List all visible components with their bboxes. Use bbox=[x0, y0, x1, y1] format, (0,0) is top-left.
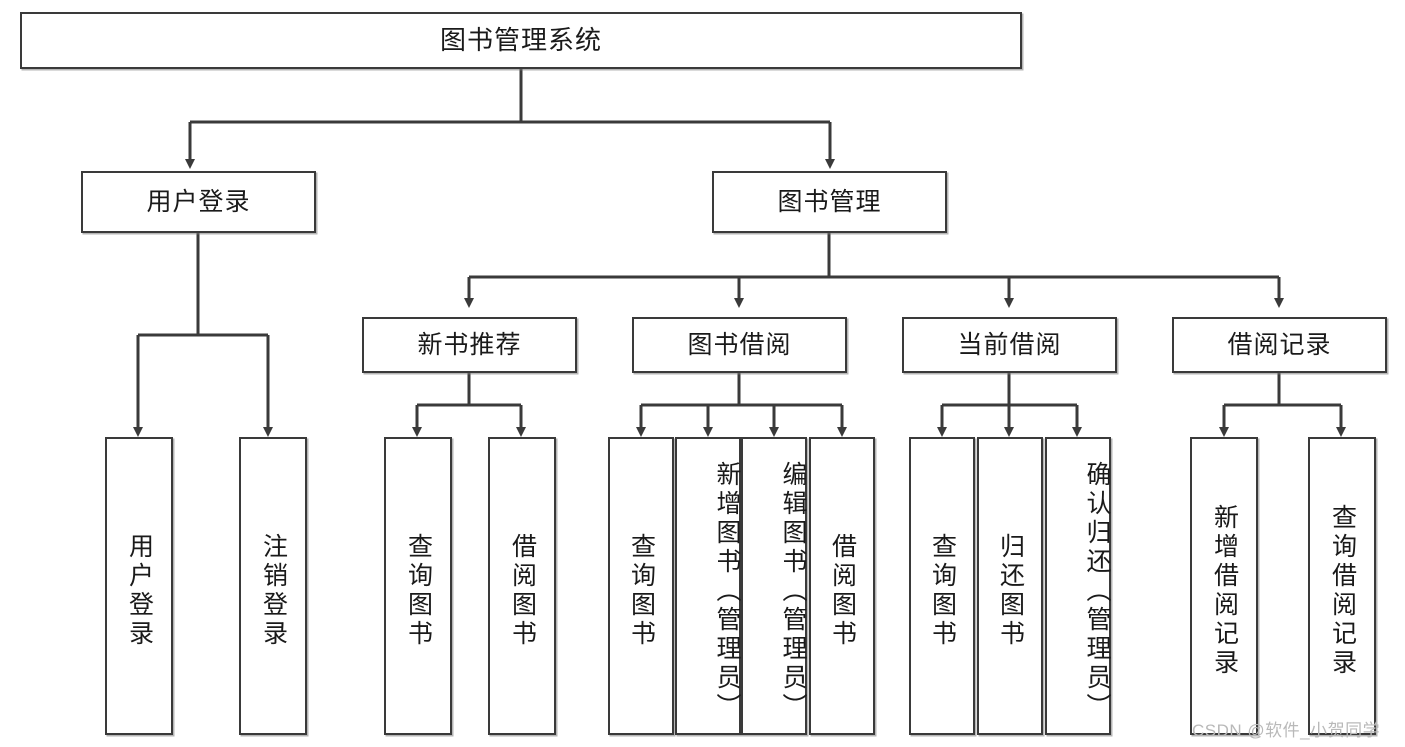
node-book-management[interactable]: 图书管理 bbox=[712, 171, 947, 233]
leaf-new-book-borrow-book[interactable]: 借阅图书 bbox=[488, 437, 556, 735]
leaf-book-borrow-query-book[interactable]: 查询图书 bbox=[608, 437, 674, 735]
node-book-borrow[interactable]: 图书借阅 bbox=[632, 317, 847, 373]
node-label: 编辑图书（管理员） bbox=[779, 460, 807, 722]
node-label: 新书推荐 bbox=[417, 331, 522, 359]
node-label: 确认归还（管理员） bbox=[1083, 460, 1111, 722]
node-borrow-record[interactable]: 借阅记录 bbox=[1172, 317, 1387, 373]
node-label: 新增图书（管理员） bbox=[713, 460, 741, 722]
node-new-book-recommend[interactable]: 新书推荐 bbox=[362, 317, 577, 373]
leaf-book-borrow-add-book-admin[interactable]: 新增图书（管理员） bbox=[675, 437, 741, 735]
node-label: 查询图书 bbox=[404, 533, 433, 649]
node-label: 图书管理系统 bbox=[439, 24, 602, 55]
leaf-current-borrow-confirm-return-admin[interactable]: 确认归还（管理员） bbox=[1045, 437, 1111, 735]
node-label: 新增借阅记录 bbox=[1210, 504, 1239, 678]
node-label: 借阅图书 bbox=[508, 533, 537, 649]
node-label: 借阅记录 bbox=[1227, 331, 1332, 359]
node-user-login[interactable]: 用户登录 bbox=[81, 171, 316, 233]
node-current-borrow[interactable]: 当前借阅 bbox=[902, 317, 1117, 373]
node-label: 用户登录 bbox=[146, 188, 251, 216]
node-label: 当前借阅 bbox=[957, 331, 1062, 359]
node-label: 借阅图书 bbox=[828, 533, 857, 649]
leaf-borrow-record-query-record[interactable]: 查询借阅记录 bbox=[1308, 437, 1376, 735]
leaf-current-borrow-query-book[interactable]: 查询图书 bbox=[909, 437, 975, 735]
leaf-user-login-logout[interactable]: 注销登录 bbox=[239, 437, 307, 735]
leaf-user-login-login[interactable]: 用户登录 bbox=[105, 437, 173, 735]
node-label: 图书管理 bbox=[777, 188, 882, 216]
node-label: 图书借阅 bbox=[687, 331, 792, 359]
node-label: 注销登录 bbox=[259, 533, 288, 649]
leaf-current-borrow-return-book[interactable]: 归还图书 bbox=[977, 437, 1043, 735]
leaf-borrow-record-add-record[interactable]: 新增借阅记录 bbox=[1190, 437, 1258, 735]
node-label: 归还图书 bbox=[996, 533, 1025, 649]
leaf-new-book-query-book[interactable]: 查询图书 bbox=[384, 437, 452, 735]
csdn-watermark: CSDN @软件_小贺同学 bbox=[1192, 721, 1381, 740]
node-label: 查询图书 bbox=[928, 533, 957, 649]
node-label: 用户登录 bbox=[125, 533, 154, 649]
node-root-book-management-system[interactable]: 图书管理系统 bbox=[20, 12, 1022, 69]
node-label: 查询借阅记录 bbox=[1328, 504, 1357, 678]
node-label: 查询图书 bbox=[627, 533, 656, 649]
leaf-book-borrow-borrow-book[interactable]: 借阅图书 bbox=[809, 437, 875, 735]
leaf-book-borrow-edit-book-admin[interactable]: 编辑图书（管理员） bbox=[741, 437, 807, 735]
